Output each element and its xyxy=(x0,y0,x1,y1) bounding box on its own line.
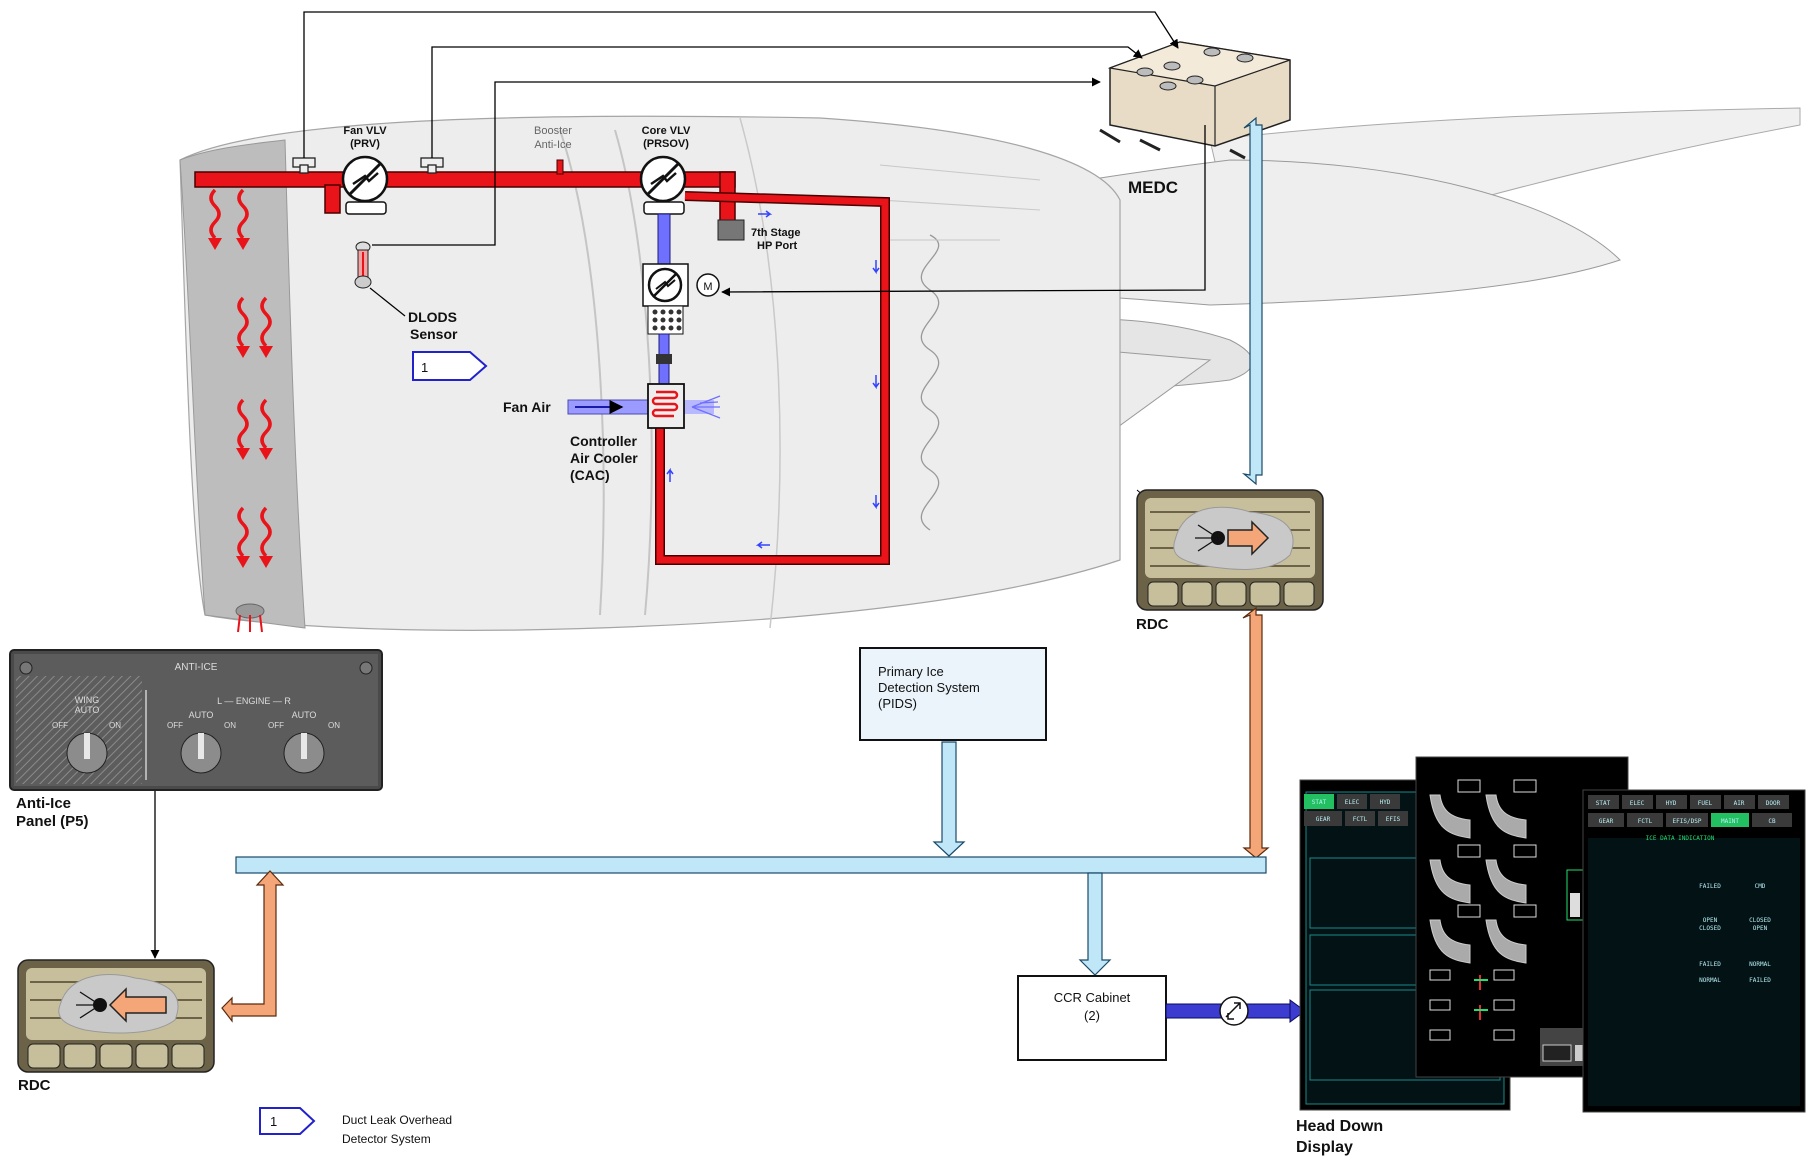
right-value: OPEN xyxy=(1703,917,1718,924)
core-valve xyxy=(641,157,685,214)
rdc-bus-link-right xyxy=(1243,608,1268,858)
rdc-left-unit xyxy=(18,960,214,1072)
right-value: CLOSED xyxy=(1699,925,1721,932)
left-engine-off-label: OFF xyxy=(167,721,183,730)
motor-label: M xyxy=(703,281,712,293)
right-tab-fctl: FCTL xyxy=(1638,818,1653,825)
core-valve-label: Core VLV(PRSOV) xyxy=(642,125,691,150)
panel-title: ANTI-ICE xyxy=(175,662,218,673)
right-tab-hyd: HYD xyxy=(1666,800,1677,807)
left-engine-on-label: ON xyxy=(224,721,236,730)
fan-air-label: Fan Air xyxy=(503,399,551,415)
right-tab-efis-dsp: EFIS/DSP xyxy=(1673,818,1702,825)
right-value: FAILED xyxy=(1699,961,1721,968)
right-display-header: ICE DATA INDICATION xyxy=(1646,835,1715,842)
rdc-left-label: RDC xyxy=(18,1077,51,1094)
right-tab-fuel: FUEL xyxy=(1698,800,1713,807)
right-value: OPEN xyxy=(1753,925,1768,932)
ccr-display-link xyxy=(1166,997,1305,1025)
data-bus xyxy=(236,857,1266,873)
left-tab-elec: ELEC xyxy=(1345,799,1360,806)
right-value: CMD xyxy=(1755,883,1766,890)
right-engine-auto-label: AUTO xyxy=(292,710,317,720)
right-value: FAILED xyxy=(1749,977,1771,984)
right-engine-on-label: ON xyxy=(328,721,340,730)
right-tab-cb: CB xyxy=(1768,818,1776,825)
left-tab-gear: GEAR xyxy=(1316,816,1331,823)
wing-on-label: ON xyxy=(109,721,121,730)
right-tab-gear: GEAR xyxy=(1599,818,1614,825)
fan-valve xyxy=(343,157,387,214)
wing-off-label: OFF xyxy=(52,721,68,730)
left-tab-hyd: HYD xyxy=(1380,799,1391,806)
right-tab-maint: MAINT xyxy=(1721,818,1739,825)
right-value: NORMAL xyxy=(1699,977,1721,984)
controller-air-cooler xyxy=(648,384,684,428)
seventh-stage-port xyxy=(718,220,744,240)
right-tab-elec: ELEC xyxy=(1630,800,1645,807)
right-tab-stat: STAT xyxy=(1596,800,1611,807)
rdc-right-label: RDC xyxy=(1136,616,1169,633)
left-tab-fctl: FCTL xyxy=(1353,816,1368,823)
legend-reference-tag xyxy=(260,1108,314,1134)
dlods-tag-number: 1 xyxy=(421,360,428,375)
panel-engine-label: L — ENGINE — R xyxy=(217,696,291,706)
right-value: CLOSED xyxy=(1749,917,1771,924)
right-tab-door: DOOR xyxy=(1766,800,1781,807)
left-tab-stat: STAT xyxy=(1312,799,1327,806)
right-value: FAILED xyxy=(1699,883,1721,890)
legend-tag-number: 1 xyxy=(270,1114,277,1129)
medc-label: MEDC xyxy=(1128,178,1178,197)
rdc-right-unit xyxy=(1137,490,1323,610)
right-engine-off-label: OFF xyxy=(268,721,284,730)
right-tab-air: AIR xyxy=(1734,800,1745,807)
rdc-bus-link-left xyxy=(222,871,283,1021)
right-value: NORMAL xyxy=(1749,961,1771,968)
left-tab-efis: EFIS xyxy=(1386,816,1401,823)
bus-ccr-link xyxy=(1080,873,1110,975)
left-engine-auto-label: AUTO xyxy=(189,710,214,720)
